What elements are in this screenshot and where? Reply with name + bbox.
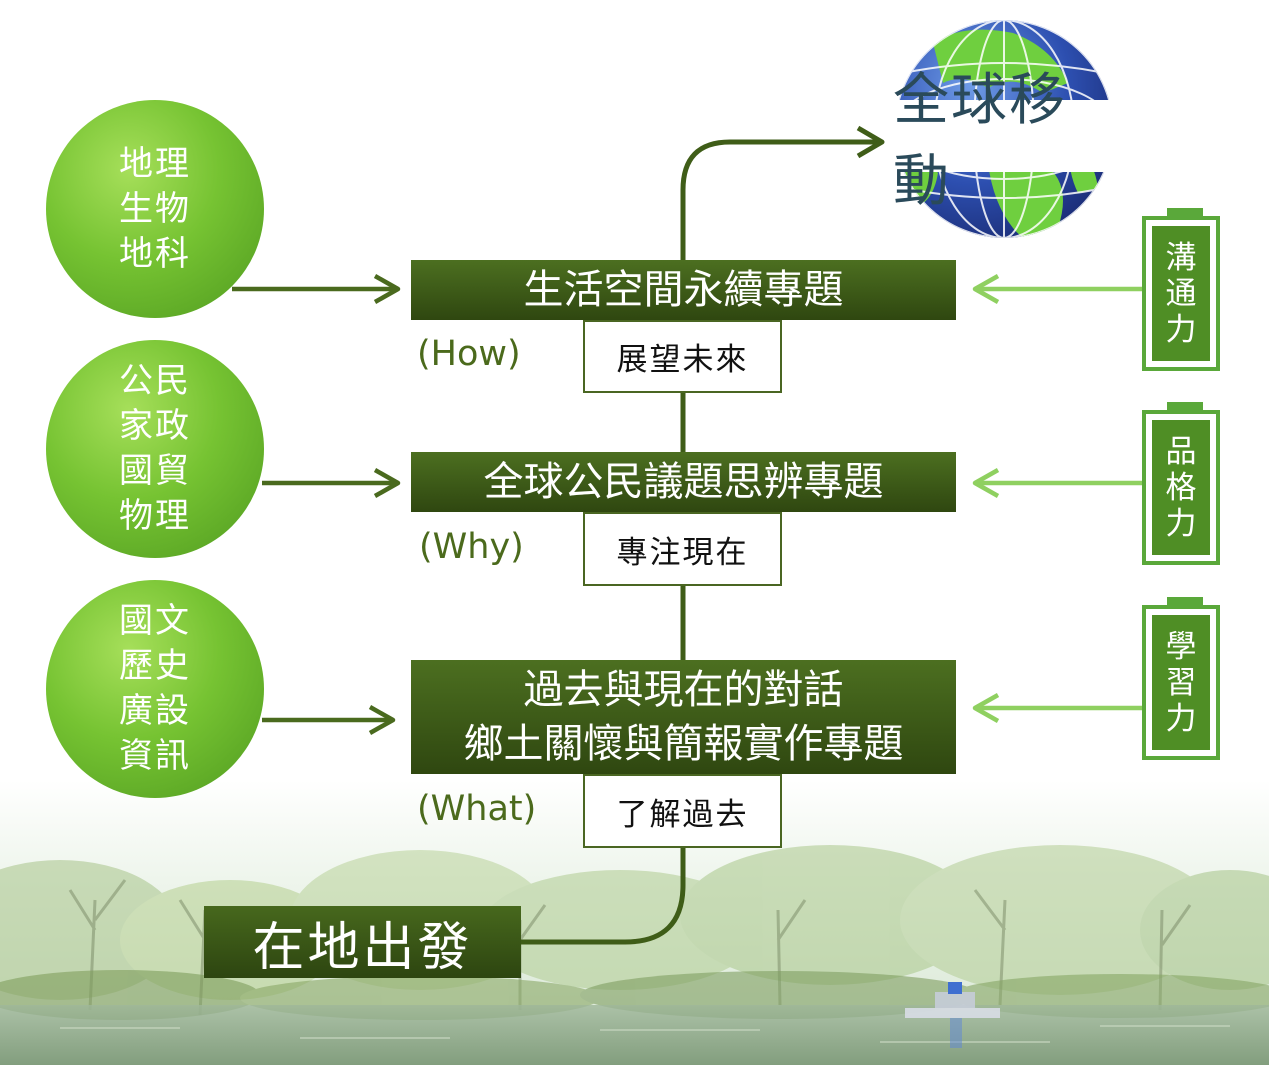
focus-box-past: 了解過去 bbox=[583, 774, 782, 848]
level-tag-what: (What) bbox=[417, 789, 537, 829]
ability-communication-label: 溝通力 bbox=[1165, 239, 1197, 348]
topic-what-title-line1: 過去與現在的對話 bbox=[523, 667, 844, 713]
ability-battery-learning: 學習力 bbox=[1142, 597, 1220, 760]
focus-box-present: 專注現在 bbox=[583, 512, 782, 586]
level-tag-how: (How) bbox=[417, 334, 521, 374]
battery-cap bbox=[1167, 402, 1203, 411]
goal-label-band: 全球移動 bbox=[893, 68, 1115, 214]
goal-label: 全球移動 bbox=[893, 68, 1067, 214]
subject-circle-3: 國文 歷史 廣設 資訊 bbox=[46, 580, 264, 798]
subject-circle-1: 地理 生物 地科 bbox=[46, 100, 264, 318]
level-tag-why: (Why) bbox=[419, 527, 524, 567]
battery-cap bbox=[1167, 597, 1203, 606]
focus-past-label: 了解過去 bbox=[616, 796, 749, 833]
subject-circle-2: 公民 家政 國貿 物理 bbox=[46, 340, 264, 558]
battery-cap bbox=[1167, 208, 1203, 217]
subject-circle-3-text: 國文 歷史 廣設 資訊 bbox=[119, 601, 191, 776]
ability-battery-character: 品格力 bbox=[1142, 402, 1220, 565]
ability-battery-communication: 溝通力 bbox=[1142, 208, 1220, 371]
ability-learning-label: 學習力 bbox=[1165, 628, 1197, 737]
start-arrow bbox=[520, 848, 686, 945]
goal-arrow bbox=[680, 139, 880, 260]
topic-why-title: 全球公民議題思辨專題 bbox=[483, 459, 884, 505]
topic-box-why: 全球公民議題思辨專題 bbox=[411, 452, 956, 512]
start-box: 在地出發 bbox=[204, 906, 521, 978]
subject-circle-2-text: 公民 家政 國貿 物理 bbox=[119, 361, 191, 536]
battery-fill: 溝通力 bbox=[1152, 226, 1210, 361]
battery-fill: 品格力 bbox=[1152, 420, 1210, 555]
topic-how-title: 生活空間永續專題 bbox=[523, 267, 844, 313]
ability-character-label: 品格力 bbox=[1165, 433, 1197, 542]
focus-future-label: 展望未來 bbox=[616, 342, 749, 378]
topic-box-what: 過去與現在的對話 鄉土關懷與簡報實作專題 bbox=[411, 660, 956, 774]
topic-box-how: 生活空間永續專題 bbox=[411, 260, 956, 320]
subject-circle-1-text: 地理 生物 地科 bbox=[119, 143, 191, 274]
start-label: 在地出發 bbox=[252, 917, 473, 978]
focus-present-label: 專注現在 bbox=[616, 534, 749, 571]
focus-box-future: 展望未來 bbox=[583, 320, 782, 393]
topic-what-title-line2: 鄉土關懷與簡報實作專題 bbox=[463, 721, 904, 767]
battery-fill: 學習力 bbox=[1152, 615, 1210, 750]
